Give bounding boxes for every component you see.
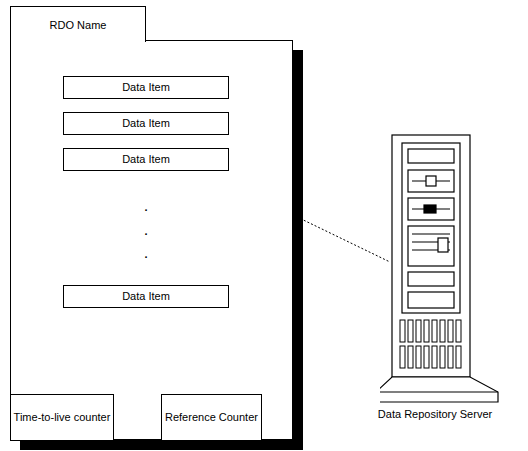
data-item-label: Data Item	[122, 81, 170, 94]
server-node: Data Repository Server	[380, 130, 510, 425]
data-item-label: Data Item	[122, 117, 170, 130]
data-item-label: Data Item	[122, 153, 170, 166]
counter-box: Reference Counter	[161, 394, 262, 441]
ellipsis-dot: .	[144, 225, 147, 237]
rdo-name: RDO Name	[50, 19, 107, 31]
counter-label: Reference Counter	[165, 411, 258, 424]
name-tab: RDO Name	[10, 6, 146, 42]
data-item-box: Data Item	[63, 148, 229, 171]
counter-label: Time-to-live counter	[14, 411, 111, 424]
server-label: Data Repository Server	[378, 408, 492, 420]
data-item-box: Data Item	[63, 112, 229, 135]
data-item-box: Data Item	[63, 285, 229, 308]
ellipsis-dot: .	[144, 201, 147, 213]
ellipsis-dot: .	[144, 248, 147, 260]
data-item-label: Data Item	[122, 290, 170, 303]
dotted-connector	[293, 215, 390, 262]
server-illustration	[380, 130, 510, 425]
data-item-box: Data Item	[63, 76, 229, 99]
counter-box: Time-to-live counter	[10, 394, 114, 441]
rdo-box: RDO NameData ItemData ItemData ItemData …	[10, 40, 293, 440]
